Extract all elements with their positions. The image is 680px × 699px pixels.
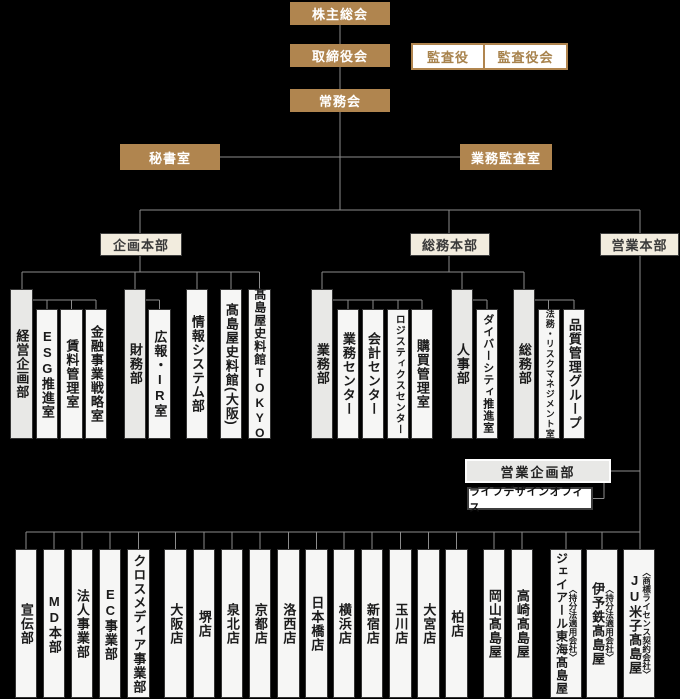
store-osaka: 大阪店 (164, 549, 187, 698)
box-secretary-office: 秘書室 (120, 144, 220, 170)
dept-quality-group-label: 品質管理グループ (566, 318, 582, 430)
dept-diversity-label: ダイバーシティ推進室 (481, 314, 494, 434)
store-rakusai-label: 洛西店 (281, 602, 297, 645)
dept-legal-risk-label: 法務・リスクマネジメント室 (544, 309, 555, 439)
unit-crossmedia: クロスメディア事業部 (127, 549, 150, 698)
dept-info-systems-label: 情報システム部 (189, 315, 205, 413)
unit-md-honbu: MD本部 (43, 549, 65, 698)
dept-accounting-center-label: 会計センター (365, 332, 381, 416)
box-auditors: 監査役 (413, 45, 485, 68)
affiliate-iyotetsu-note: 〈持分法適用会社〉 (604, 585, 615, 662)
dept-pr-ir: 広報・IR室 (148, 309, 171, 439)
dept-somu-label: 総務部 (516, 343, 532, 385)
dept-rent-management: 賃料管理室 (60, 309, 83, 439)
store-rakusai: 洛西店 (277, 549, 300, 698)
unit-md-honbu-label: MD本部 (46, 593, 62, 654)
store-nihombashi: 日本橋店 (305, 549, 328, 698)
store-okayama-label: 岡山髙島屋 (486, 588, 502, 659)
dept-jinji: 人事部 (451, 289, 473, 439)
dept-archives-tokyo: 髙島屋史料館TOKYO (248, 287, 271, 441)
store-kyoto-label: 京都店 (252, 602, 268, 645)
store-kashiwa: 柏店 (445, 549, 468, 698)
store-takasaki-label: 高崎髙島屋 (514, 588, 530, 659)
box-sales-hq: 営業本部 (600, 233, 679, 256)
box-audit-group: 監査役 監査役会 (411, 43, 568, 70)
dept-rent-management-label: 賃料管理室 (64, 339, 80, 409)
affiliate-ju-yonago-note: 〈商標ライセンス契約会社〉 (641, 568, 652, 679)
box-operations-audit-office: 業務監査室 (460, 144, 552, 170)
affiliate-ju-yonago-label: JU米子髙島屋 (627, 572, 643, 675)
dept-accounting-center: 会計センター (362, 309, 384, 439)
dept-finance-strategy: 金融事業戦略室 (85, 309, 107, 439)
box-board-of-directors: 取締役会 (290, 44, 390, 67)
store-shinjuku-label: 新宿店 (364, 602, 380, 645)
dept-quality-group: 品質管理グループ (563, 309, 585, 439)
dept-info-systems: 情報システム部 (186, 289, 208, 439)
dept-jinji-label: 人事部 (454, 343, 470, 385)
dept-zaimu-label: 財務部 (127, 343, 143, 385)
dept-archives-tokyo-label: 髙島屋史料館TOKYO (252, 287, 267, 441)
unit-senden: 宣伝部 (15, 549, 37, 698)
unit-hojin-label: 法人事業部 (74, 588, 90, 659)
store-senboku: 泉北店 (221, 549, 243, 698)
dept-zaimu: 財務部 (124, 289, 146, 439)
affiliate-iyotetsu-label: 伊予鉄髙島屋 (590, 581, 606, 666)
unit-ec-label: EC事業部 (102, 586, 118, 661)
affiliate-jr-tokai-label: ジェイアール東海髙島屋 (554, 552, 569, 695)
box-planning-hq: 企画本部 (100, 233, 182, 256)
dept-keiei-kikaku-label: 経営企画部 (14, 329, 30, 399)
dept-legal-risk: 法務・リスクマネジメント室 (538, 309, 560, 439)
affiliate-jr-tokai-note: 〈持分法適用会社〉 (568, 585, 579, 662)
store-omiya-label: 大宮店 (421, 602, 437, 645)
dept-esg-promotion: ESG推進室 (36, 309, 58, 439)
box-shareholders-meeting: 株主総会 (290, 2, 390, 25)
dept-purchasing: 購買管理室 (411, 309, 433, 439)
store-nihombashi-label: 日本橋店 (309, 595, 325, 652)
dept-archives-osaka-label: 髙島屋史料館(大阪) (223, 302, 239, 426)
dept-gyomu: 業務部 (311, 289, 333, 439)
dept-diversity: ダイバーシティ推進室 (476, 309, 498, 439)
store-sakai-label: 堺店 (196, 609, 212, 638)
box-life-design-office: ライフデザインオフィス (467, 486, 593, 514)
store-kyoto: 京都店 (249, 549, 271, 698)
dept-gyomu-label: 業務部 (314, 343, 330, 385)
dept-pr-ir-label: 広報・IR室 (152, 330, 168, 418)
dept-gyomu-center: 業務センター (337, 309, 359, 439)
store-tamagawa-label: 玉川店 (393, 602, 409, 645)
affiliate-jr-tokai: ジェイアール東海髙島屋〈持分法適用会社〉 (550, 549, 582, 698)
store-shinjuku: 新宿店 (361, 549, 383, 698)
store-omiya: 大宮店 (417, 549, 440, 698)
dept-purchasing-label: 購買管理室 (414, 339, 430, 409)
dept-archives-osaka: 髙島屋史料館(大阪) (220, 289, 242, 439)
dept-gyomu-center-label: 業務センター (340, 332, 356, 416)
box-managing-committee: 常務会 (290, 89, 390, 112)
affiliate-ju-yonago: JU米子髙島屋〈商標ライセンス契約会社〉 (623, 549, 655, 698)
unit-ec: EC事業部 (99, 549, 121, 698)
dept-esg-promotion-label: ESG推進室 (39, 329, 55, 419)
box-audit-board: 監査役会 (497, 50, 554, 65)
store-sakai: 堺店 (193, 549, 215, 698)
store-senboku-label: 泉北店 (224, 602, 240, 645)
unit-hojin: 法人事業部 (71, 549, 93, 698)
dept-keiei-kikaku: 経営企画部 (10, 289, 33, 439)
store-osaka-label: 大阪店 (168, 602, 184, 645)
dept-logistics-center-label: ロジスティクスセンター (393, 313, 405, 435)
dept-finance-strategy-label: 金融事業戦略室 (88, 325, 104, 423)
store-yokohama-label: 横浜店 (336, 602, 352, 645)
dept-somu: 総務部 (513, 289, 535, 439)
store-takasaki: 高崎髙島屋 (511, 549, 533, 698)
unit-crossmedia-label: クロスメディア事業部 (131, 553, 147, 694)
box-general-affairs-hq: 総務本部 (410, 233, 490, 256)
store-okayama: 岡山髙島屋 (483, 549, 505, 698)
dept-logistics-center: ロジスティクスセンター (387, 309, 409, 439)
affiliate-iyotetsu: 伊予鉄髙島屋〈持分法適用会社〉 (586, 549, 618, 698)
unit-senden-label: 宣伝部 (18, 602, 34, 645)
store-tamagawa: 玉川店 (389, 549, 412, 698)
store-kashiwa-label: 柏店 (449, 609, 465, 638)
store-yokohama: 横浜店 (333, 549, 355, 698)
box-sales-planning-dept: 営業企画部 (465, 459, 611, 483)
